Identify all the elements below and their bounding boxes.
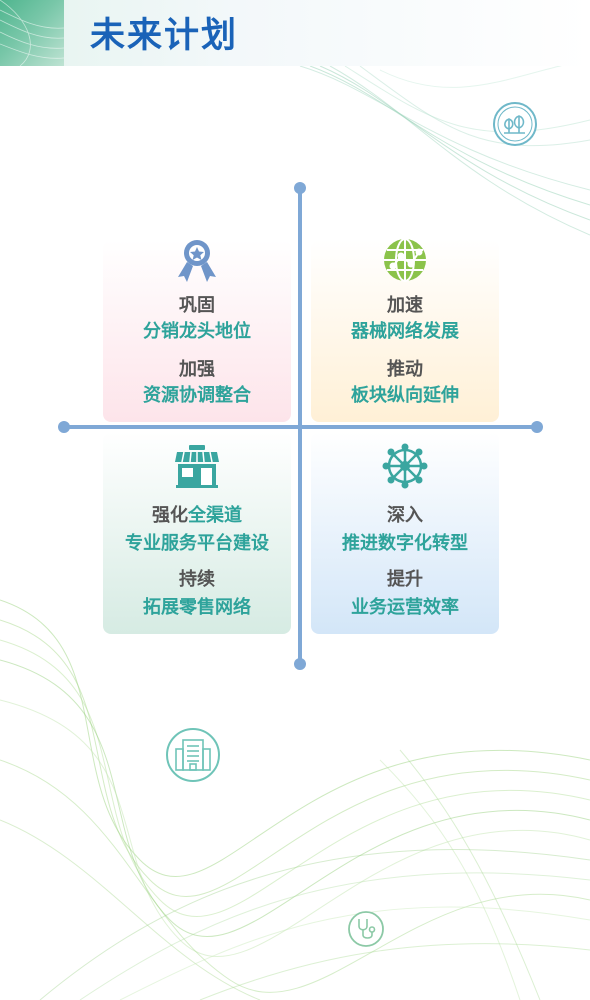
- quadrant-bottom-left: 强化全渠道 专业服务平台建设 持续 拓展零售网络: [103, 432, 291, 634]
- quadrant-bl-verb-1-green: 全渠道: [188, 505, 242, 526]
- quadrant-bottom-right: 深入 推进数字化转型 提升 业务运营效率: [311, 432, 499, 634]
- quadrant-bl-verb-1-dark: 强化: [152, 505, 188, 526]
- quadrant-tr-verb-2: 推动: [387, 359, 423, 380]
- quadrant-br-verb-2: 提升: [387, 569, 423, 590]
- header-accent-swatch: [0, 0, 64, 66]
- building-icon: [166, 728, 220, 782]
- quadrant-tl-verb-1: 巩固: [179, 295, 215, 316]
- digital-hub-icon: [382, 443, 428, 489]
- page-title: 未来计划: [90, 16, 239, 56]
- quadrant-top-right: 加速 器械网络发展 推动 板块纵向延伸: [311, 238, 499, 422]
- quadrant-bl-verb-2: 持续: [179, 569, 215, 590]
- quadrant-tr-goal-1: 器械网络发展: [351, 321, 459, 342]
- stethoscope-icon: [348, 911, 384, 947]
- quadrant-bl-verb-1: 强化全渠道: [103, 505, 291, 527]
- quadrant-bl-goal-2: 拓展零售网络: [143, 597, 251, 618]
- quadrant-tr-verb-1: 加速: [387, 295, 423, 316]
- header-bar: 未来计划: [0, 0, 590, 66]
- quadrant-br-verb-1: 深入: [387, 505, 423, 526]
- quadrant-br-goal-1: 推进数字化转型: [342, 533, 468, 554]
- quadrant-top-left: 巩固 分销龙头地位 加强 资源协调整合: [103, 240, 291, 422]
- plant-icon: [493, 102, 537, 146]
- quadrant-tr-goal-2: 板块纵向延伸: [351, 385, 459, 406]
- quadrant-tl-goal-1: 分销龙头地位: [143, 321, 251, 342]
- quadrant-tl-goal-2: 资源协调整合: [143, 385, 251, 406]
- award-ribbon-icon: [178, 240, 216, 282]
- quadrant-tl-verb-2: 加强: [179, 359, 215, 380]
- quadrant-br-goal-2: 业务运营效率: [351, 597, 459, 618]
- globe-network-icon: [384, 238, 426, 282]
- quadrant-bl-goal-1: 专业服务平台建设: [125, 533, 269, 554]
- storefront-icon: [175, 445, 219, 488]
